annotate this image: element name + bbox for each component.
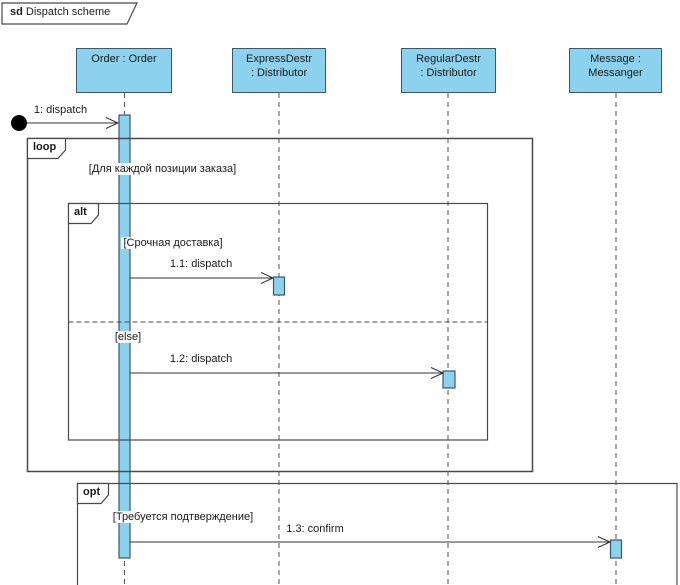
fragment-opt-operator: opt — [83, 486, 101, 498]
fragment-opt-box — [76, 482, 678, 585]
message-1-3-arrowhead — [597, 536, 612, 548]
message-1-label: 1: dispatch — [31, 104, 90, 116]
message-1-2-arrowhead — [430, 367, 445, 379]
frame-title: sd Dispatch scheme — [10, 6, 110, 19]
fragment-alt-guard-1: [Срочная доставка] — [121, 237, 225, 249]
lifeline-head-message: Message : Messanger — [569, 48, 662, 93]
frame-title-pentagon — [1, 2, 138, 25]
lifeline-head-regulardestr: RegularDestr : Distributor — [401, 48, 496, 93]
fragment-alt-pentagon — [67, 202, 100, 225]
fragment-loop-box — [26, 137, 534, 473]
found-message-circle — [11, 115, 27, 131]
fragment-alt-guard-else: [else] — [112, 331, 144, 343]
activation-message — [609, 539, 623, 559]
frame-keyword: sd — [10, 6, 23, 18]
activation-regulardestr — [442, 370, 456, 389]
lifeline-head-expressdestr: ExpressDestr : Distributor — [232, 48, 326, 93]
fragment-loop-pentagon — [26, 137, 67, 160]
message-1-arrowhead — [105, 117, 120, 129]
message-1-1-label: 1.1: dispatch — [167, 258, 235, 270]
fragment-loop-operator: loop — [33, 141, 57, 153]
lifeline-head-order: Order : Order — [76, 48, 172, 93]
fragment-opt-guard: [Требуется подтверждение] — [110, 511, 256, 523]
fragment-opt-pentagon — [76, 482, 110, 505]
frame-name: Dispatch scheme — [25, 6, 111, 18]
fragment-alt-operator: alt — [74, 206, 87, 218]
fragment-loop-guard: [Для каждой позиции заказа] — [86, 163, 239, 175]
message-1-2-label: 1.2: dispatch — [167, 353, 235, 365]
activation-expressdestr — [272, 276, 286, 296]
message-1-3-label: 1.3: confirm — [284, 523, 346, 535]
message-1-1-arrowhead — [260, 272, 275, 284]
